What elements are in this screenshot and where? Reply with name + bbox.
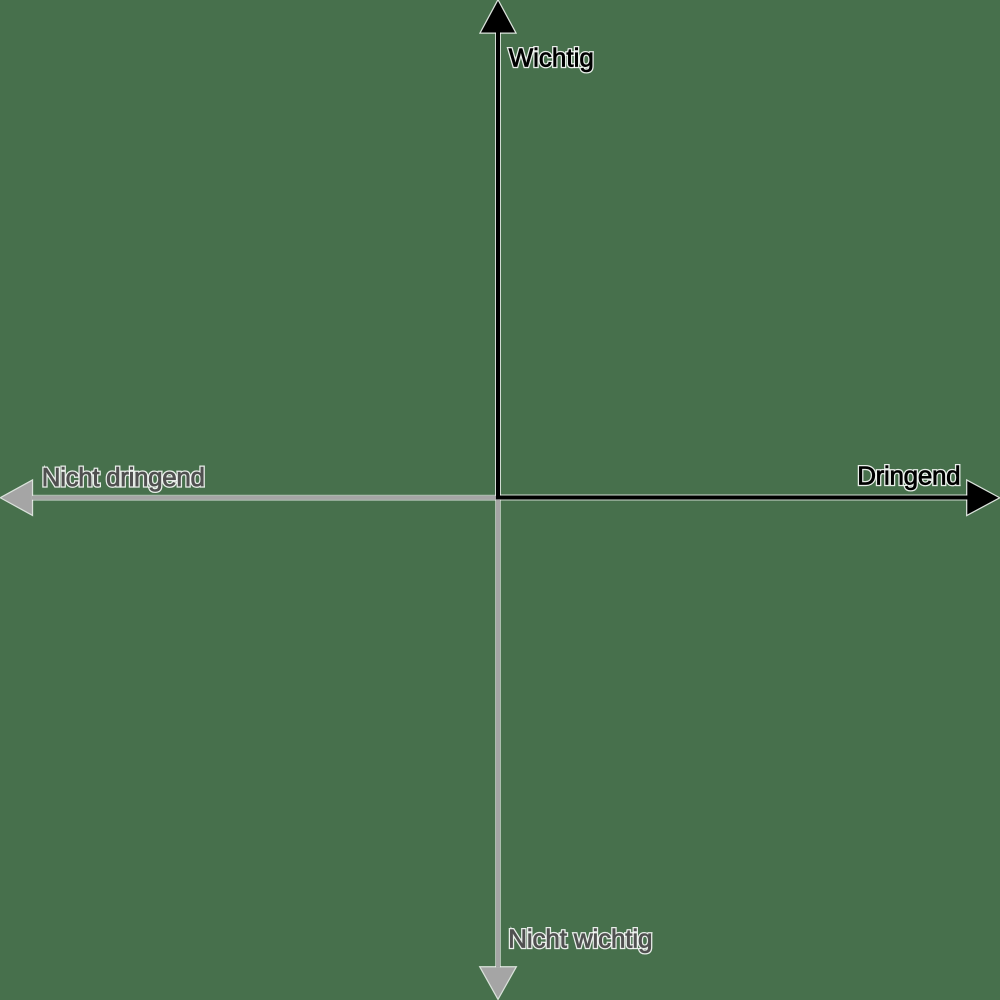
- svg-text:Nicht wichtig: Nicht wichtig: [508, 923, 652, 953]
- svg-text:Wichtig: Wichtig: [509, 43, 594, 73]
- svg-text:Nicht dringend: Nicht dringend: [42, 462, 205, 492]
- svg-text:Dringend: Dringend: [857, 461, 960, 491]
- svg-text:Dringend: Dringend: [857, 461, 960, 491]
- svg-text:Wichtig: Wichtig: [509, 43, 594, 73]
- svg-text:Nicht dringend: Nicht dringend: [42, 462, 205, 492]
- svg-text:Nicht wichtig: Nicht wichtig: [508, 923, 652, 953]
